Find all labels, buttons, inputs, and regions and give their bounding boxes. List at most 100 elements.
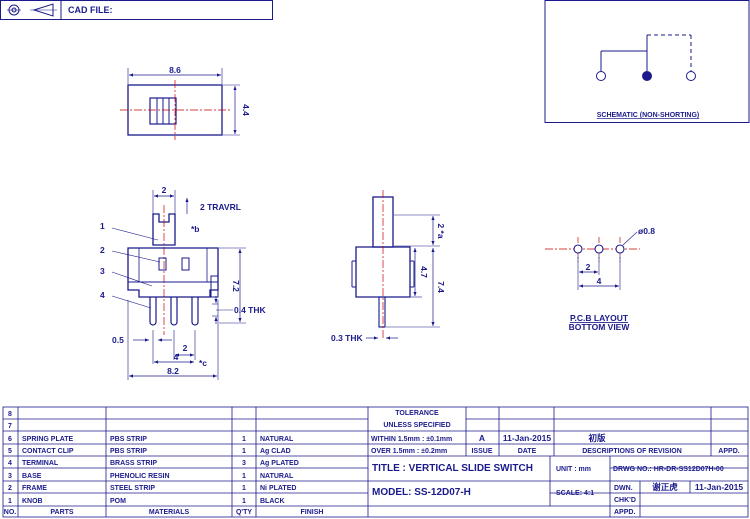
top-height-dim: 4.4 <box>241 104 251 116</box>
row-qty: 1 <box>242 498 246 505</box>
row-no: 3 <box>8 473 12 480</box>
tolerance-subtitle: UNLESS SPECIFIED <box>383 422 450 429</box>
row-part: CONTACT CLIP <box>22 448 74 455</box>
travel-label: 2 TRAVRL <box>200 202 241 212</box>
issue-label: ISSUE <box>471 448 492 455</box>
pcb-label-line1: P.C.B LAYOUT <box>570 313 629 323</box>
pcb-hole-1 <box>573 244 583 254</box>
note-c: *c <box>199 358 207 368</box>
header-parts: PARTS <box>50 509 74 516</box>
bom-header-row: NO. PARTS MATERIALS Q'TY FINISH <box>4 509 324 516</box>
header-materials: MATERIALS <box>149 509 190 516</box>
drwg-no: DRWG NO.: HR-DR-SS12D07H-00 <box>613 466 724 473</box>
row-part: TERMINAL <box>22 460 59 467</box>
pin-pitch-dim: 2 <box>183 343 188 353</box>
row-material: STEEL STRIP <box>110 485 155 492</box>
model-label: MODEL: SS-12D07-H <box>372 487 471 498</box>
unit-label: UNIT : mm <box>556 466 591 473</box>
row-part: KNOB <box>22 498 43 505</box>
front-view: 2 2 TRAVRL *b 1 2 3 4 7.2 0.4 THK <box>100 185 267 380</box>
row-material: POM <box>110 498 126 505</box>
row-no: 4 <box>8 460 12 467</box>
row-no: 6 <box>8 436 12 443</box>
dwn-label: DWN. <box>614 485 633 492</box>
revision-block: A 11-Jan-2015 初版 ISSUE DATE DESCRIPTIONS… <box>471 433 739 455</box>
row-material: PBS STRIP <box>110 436 147 443</box>
row-no: 1 <box>8 498 12 505</box>
pcb-pitch-dim: 2 <box>586 262 591 272</box>
pin-span-dim: 4 <box>174 352 179 362</box>
table-row: 3 BASE PHENOLIC RESIN 1 NATURAL <box>8 473 294 480</box>
row-material: PHENOLIC RESIN <box>110 473 170 480</box>
pcb-hole-3 <box>615 244 625 254</box>
pcb-layout: ø0.8 2 4 P.C.B LAYOUT BOTTOM VIEW <box>545 226 655 332</box>
row-qty: 1 <box>242 485 246 492</box>
table-row: 8 <box>8 411 12 418</box>
front-total-dim: 8.2 <box>167 366 179 376</box>
cad-file-box: CAD FILE: <box>0 0 273 20</box>
row-finish: NATURAL <box>260 473 294 480</box>
description-label: DESCRIPTIONS OF REVISION <box>582 448 682 455</box>
pcb-hole-dia: ø0.8 <box>638 226 655 236</box>
header-no: NO. <box>4 509 17 516</box>
bom-table: 8 7 6 SPRING PLATE PBS STRIP 1 NATURAL 5… <box>4 411 324 516</box>
row-no: 7 <box>8 423 12 430</box>
projection-symbol-icon <box>7 3 57 17</box>
callout-1: 1 <box>100 221 105 231</box>
pcb-span-dim: 4 <box>597 276 602 286</box>
tolerance-over: OVER 1.5mm : ±0.2mm <box>371 448 447 455</box>
tolerance-title: TOLERANCE <box>395 410 439 417</box>
row-finish: Ag CLAD <box>260 448 291 455</box>
title-info: TITLE : VERTICAL SLIDE SWITCH UNIT : mm … <box>372 463 743 516</box>
row-finish: Ni PLATED <box>260 485 296 492</box>
side-total-dim: 7.4 <box>436 281 446 293</box>
pcb-hole-2 <box>594 244 604 254</box>
tolerance-block: TOLERANCE UNLESS SPECIFIED WITHIN 1.5mm … <box>371 410 452 455</box>
revision-description: 初版 <box>588 433 606 443</box>
title-block <box>2 406 749 518</box>
chkd-label: CHK'D <box>614 497 636 504</box>
top-view: 8.6 4.4 <box>120 65 251 140</box>
top-width-dim: 8.6 <box>169 65 181 75</box>
row-finish: BLACK <box>260 498 285 505</box>
appd-label: APPD. <box>614 509 635 516</box>
table-row: 1 KNOB POM 1 BLACK <box>8 498 284 505</box>
row-material: PBS STRIP <box>110 448 147 455</box>
dwn-name: 谢正虎 <box>652 482 678 492</box>
callout-2: 2 <box>100 245 105 255</box>
table-row: 7 <box>8 423 12 430</box>
row-qty: 1 <box>242 436 246 443</box>
revision-appd-label: APPD. <box>718 448 739 455</box>
row-no: 5 <box>8 448 12 455</box>
cad-file-label: CAD FILE: <box>68 5 113 15</box>
callout-3: 3 <box>100 266 105 276</box>
header-qty: Q'TY <box>236 509 252 516</box>
row-part: FRAME <box>22 485 47 492</box>
pcb-label-line2: BOTTOM VIEW <box>569 322 631 332</box>
row-part: BASE <box>22 473 42 480</box>
schematic-box: SCHEMATIC (NON-SHORTING) <box>544 0 750 123</box>
side-body-dim: 4.7 <box>419 266 429 278</box>
table-row: 4 TERMINAL BRASS STRIP 3 Ag PLATED <box>8 460 299 467</box>
table-row: 5 CONTACT CLIP PBS STRIP 1 Ag CLAD <box>8 448 291 455</box>
front-thk-dim: 0.4 THK <box>234 305 267 315</box>
dwn-date: 11-Jan-2015 <box>695 482 743 492</box>
row-material: BRASS STRIP <box>110 460 157 467</box>
schematic-terminal-common <box>642 71 652 81</box>
side-note-a: 2 *a <box>436 223 446 238</box>
row-qty: 1 <box>242 448 246 455</box>
revision-date: 11-Jan-2015 <box>503 433 551 443</box>
pin-width-dim: 0.5 <box>112 335 124 345</box>
tolerance-within: WITHIN 1.5mm : ±0.1mm <box>371 436 452 443</box>
front-height-dim: 7.2 <box>231 280 241 292</box>
revision-issue: A <box>479 433 485 443</box>
side-thk-dim: 0.3 THK <box>331 333 364 343</box>
header-finish: FINISH <box>301 509 324 516</box>
row-qty: 1 <box>242 473 246 480</box>
side-view: 2 *a 4.7 7.4 0.3 THK <box>331 190 446 343</box>
schematic-label: SCHEMATIC (NON-SHORTING) <box>597 112 700 119</box>
row-finish: Ag PLATED <box>260 460 299 467</box>
row-qty: 3 <box>242 460 246 467</box>
callout-4: 4 <box>100 290 105 300</box>
